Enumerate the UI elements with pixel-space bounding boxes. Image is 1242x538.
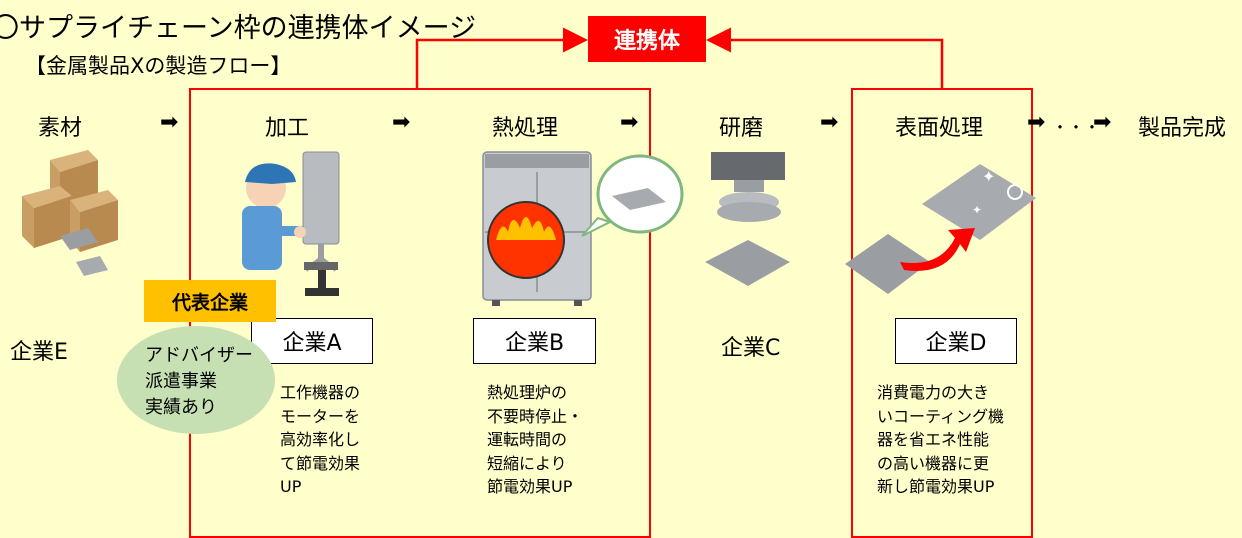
consortium-label: 連携体 (588, 16, 706, 62)
flow-arrow-icon: ➡ (160, 110, 179, 135)
advisor-bubble (117, 326, 275, 434)
page-subtitle: 【金属製品Xの製造フロー】 (25, 54, 292, 78)
advisor-line: 派遣事業 (145, 371, 217, 392)
company-b-description: 熱処理炉の 不要時停止・ 運転時間の 短縮により 節電効果UP (487, 381, 583, 499)
page-title: 〇サプライチェーン枠の連携体イメージ (0, 13, 477, 44)
company-e-label: 企業E (10, 340, 68, 365)
furnace-icon (482, 151, 684, 306)
company-d-description: 消費電力の大き いコーティング機 器を省エネ性能 の高い機器に更 新し節電効果U… (877, 381, 1004, 499)
flow-dots: ・・・ (1052, 118, 1101, 137)
desc-line: 不要時停止・ (487, 406, 584, 426)
desc-line: 消費電力の大き (877, 383, 990, 402)
company-d-label: 企業D (895, 318, 1017, 364)
polisher-icon (705, 152, 790, 286)
desc-line: 運転時間の (487, 430, 568, 449)
desc-line: 高効率化し (280, 430, 361, 449)
svg-text:✦: ✦ (972, 203, 982, 217)
stage-machining: 加工 (265, 116, 310, 141)
desc-line: 器を省エネ性能 (877, 430, 990, 449)
desc-line: 節電効果UP (487, 477, 573, 496)
representative-company-badge: 代表企業 (144, 280, 276, 322)
flow-arrow-icon: ➡ (820, 110, 839, 135)
surface-plates-icon: ✦ ✦ (845, 164, 1036, 294)
stage-material: 素材 (38, 116, 83, 141)
flow-arrow-icon: ➡ (620, 110, 639, 135)
connector-lines (415, 27, 944, 88)
desc-line: て節電効果 (280, 453, 361, 473)
desc-line: 短縮により (487, 453, 567, 473)
company-b-label: 企業B (473, 318, 596, 364)
flow-arrow-icon: ➡ (1027, 110, 1046, 135)
desc-line: UP (280, 477, 302, 496)
worker-machine-icon (242, 151, 340, 296)
stage-heat-treatment: 熱処理 (492, 116, 559, 141)
stage-surface-treatment: 表面処理 (895, 116, 984, 141)
svg-text:✦: ✦ (982, 167, 995, 186)
left-connector (415, 27, 588, 88)
stage-polishing: 研磨 (719, 116, 764, 141)
desc-line: 新し節電効果UP (877, 477, 995, 496)
flow-arrow-icon: ➡ (1093, 110, 1112, 135)
desc-line: 工作機器の (280, 383, 361, 402)
desc-line: の高い機器に更 (877, 453, 990, 473)
company-a-description: 工作機器の モーターを 高効率化し て節電効果 UP (280, 381, 360, 499)
company-c-label: 企業C (721, 336, 781, 361)
boxes-icon (22, 150, 118, 276)
stage-product-complete: 製品完成 (1138, 116, 1227, 141)
advisor-line: 実績あり (145, 397, 217, 418)
company-a-label: 企業A (251, 318, 373, 364)
desc-line: いコーティング機 (877, 406, 1005, 426)
desc-line: 熱処理炉の (487, 383, 568, 402)
desc-line: モーターを (280, 406, 361, 426)
right-connector (706, 27, 944, 88)
flow-arrow-icon: ➡ (392, 110, 411, 135)
advisor-text: アドバイザー 派遣事業 実績あり (145, 343, 253, 421)
advisor-line: アドバイザー (145, 345, 253, 366)
